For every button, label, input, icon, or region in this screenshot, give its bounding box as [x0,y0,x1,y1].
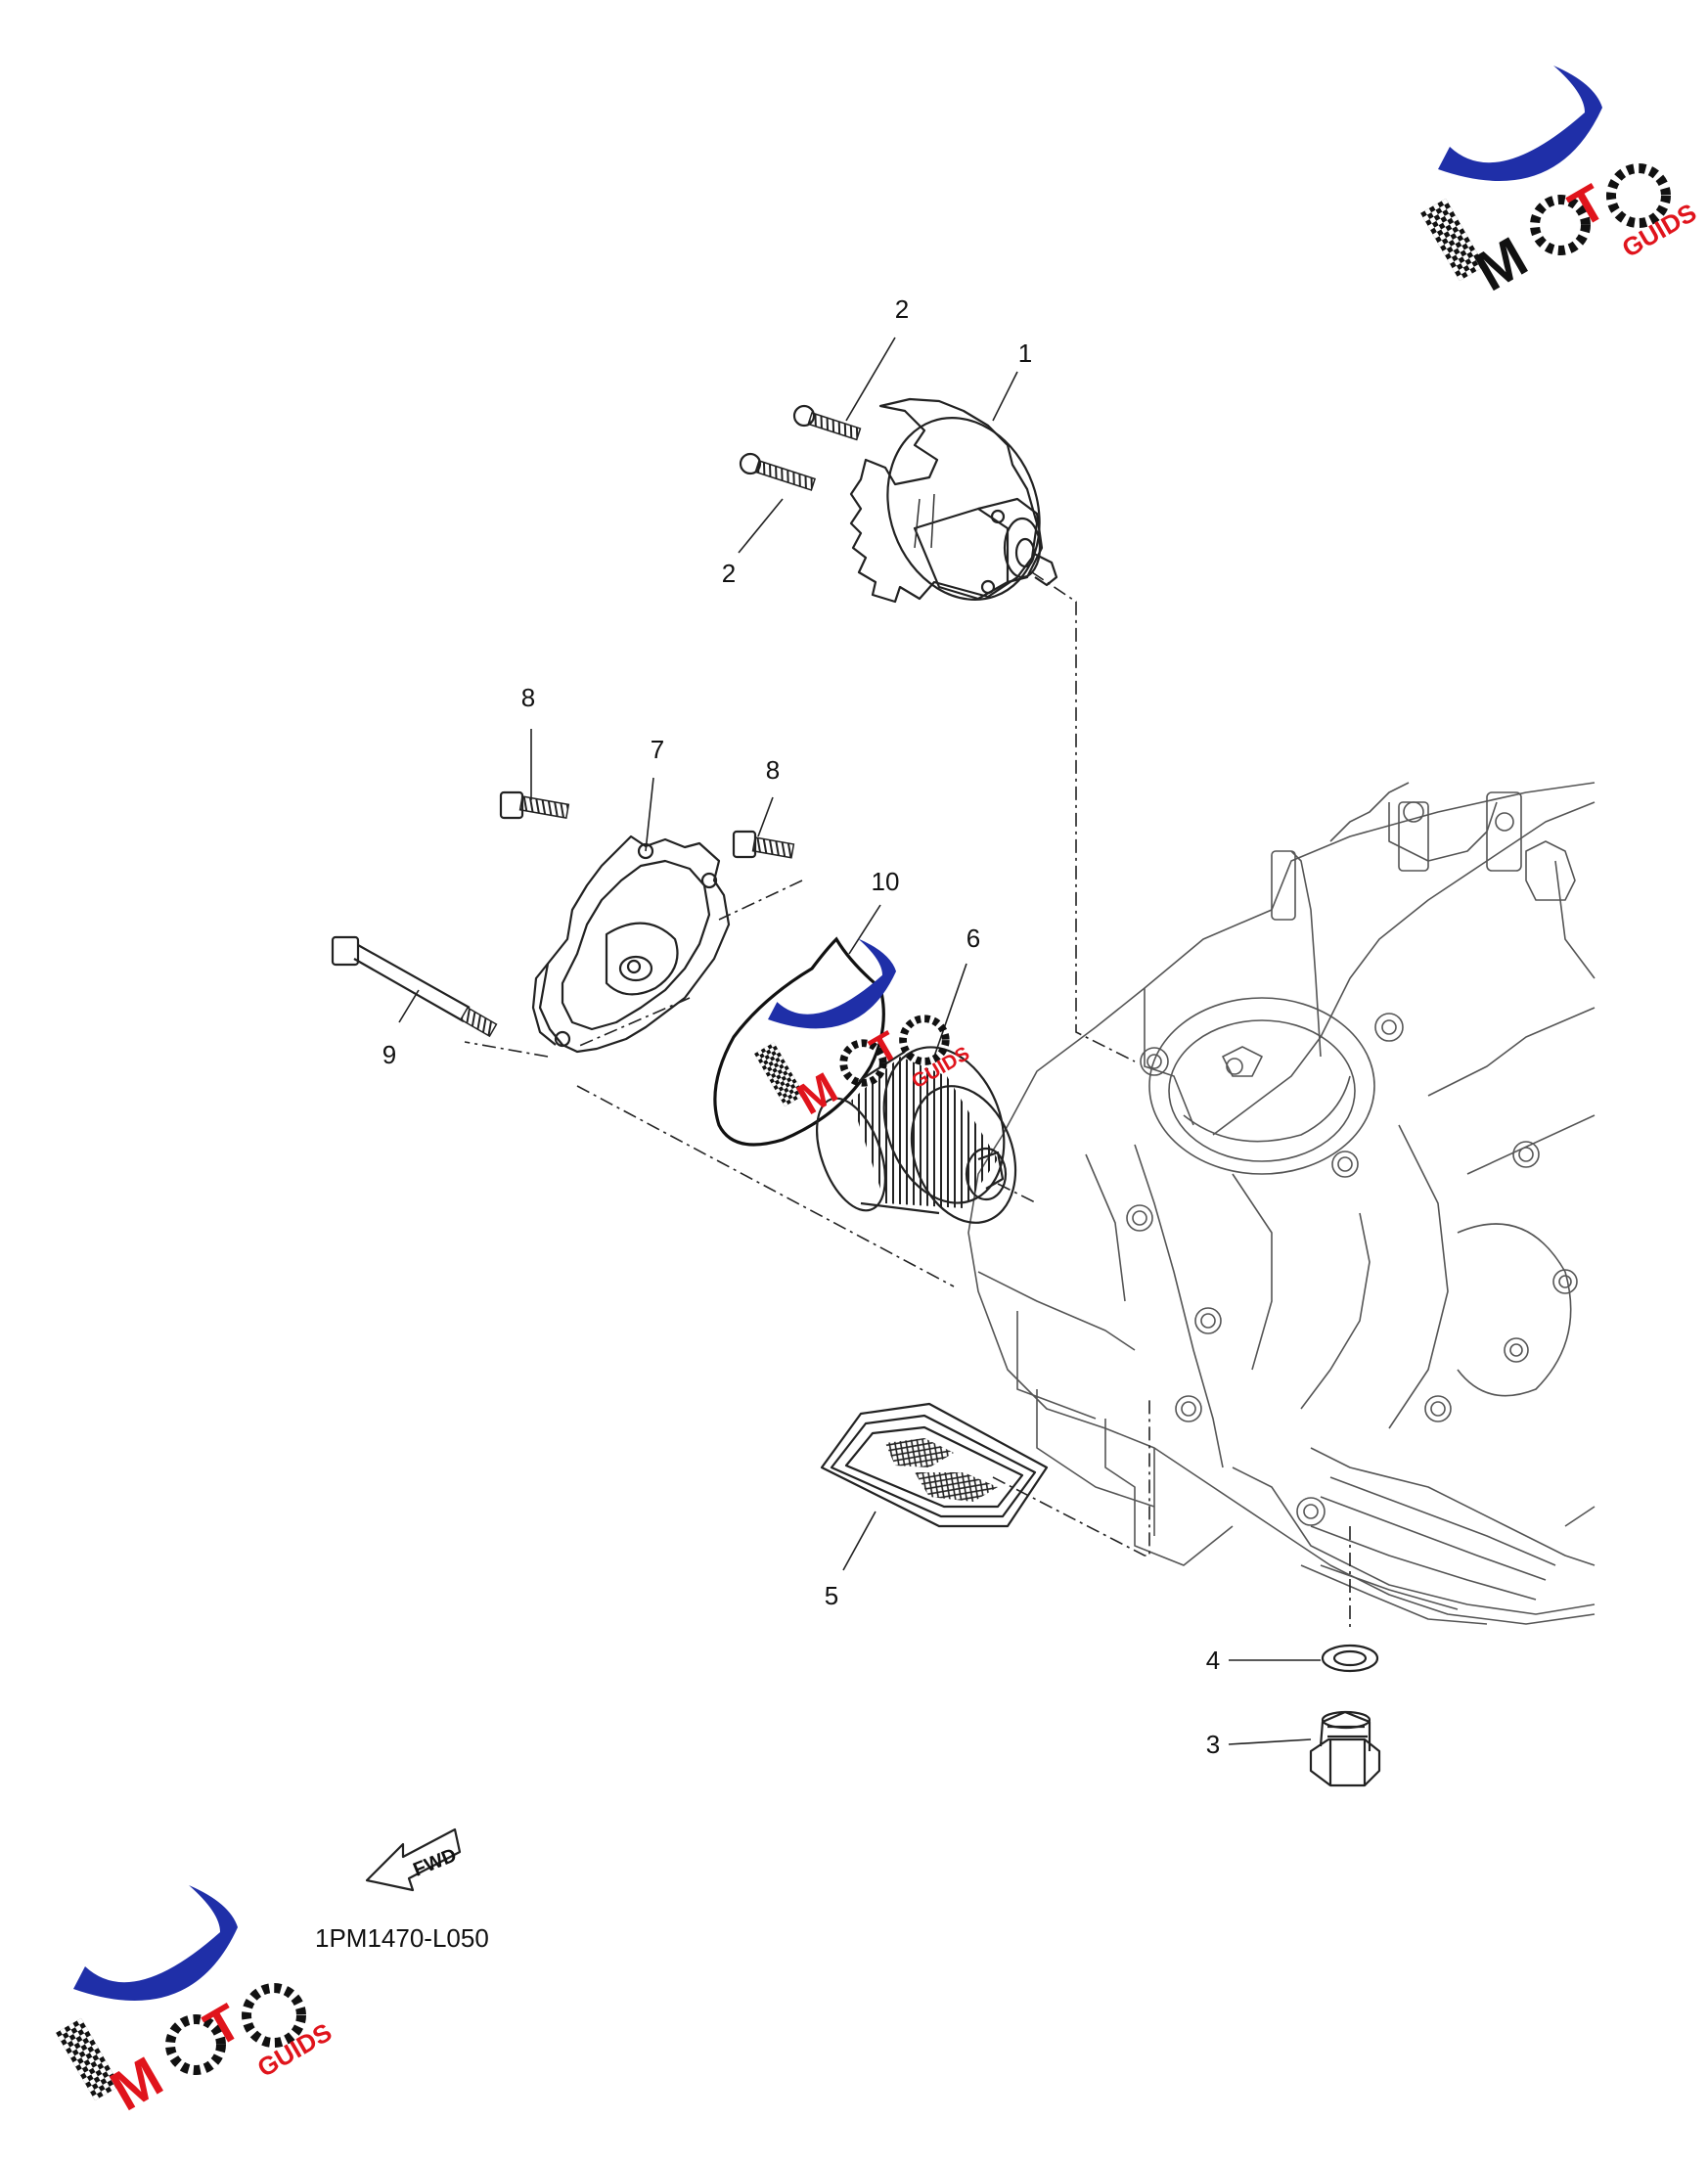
callout-labels: 1 2 2 8 7 8 10 6 9 5 4 3 [382,294,1220,1759]
o-ring-part-10 [713,936,885,1147]
svg-text:T: T [196,1994,251,2058]
svg-text:T: T [1560,174,1616,239]
callout-10: 10 [872,867,900,896]
callout-2-bottom: 2 [722,559,736,588]
moto-guids-logo-top-right: M T GUIDS [1420,66,1701,303]
gasket-washer-part-4 [1321,1644,1379,1673]
crankcase-ghost [967,782,1596,1625]
leader-lines [398,337,1321,1745]
callout-3: 3 [1206,1730,1220,1759]
fwd-arrow-icon: FWD [365,1828,462,1892]
oil-filter-cover-part-7 [531,835,731,1054]
svg-text:M: M [1465,225,1538,303]
long-bolt-part-9 [331,935,498,1038]
callout-2-top: 2 [895,294,909,324]
callout-8-left: 8 [521,683,535,712]
oil-strainer-part-5 [820,1402,1049,1528]
callout-9: 9 [382,1040,396,1069]
oil-pump-gear-part-1 [849,397,1058,604]
diagram-code: 1PM1470-L050 [315,1923,489,1953]
bolt-part-8-right [732,830,795,859]
callout-1: 1 [1018,338,1032,368]
oil-filter-element-part-6 [816,1046,1017,1224]
alignment-lines [464,571,1351,1629]
callout-4: 4 [1206,1646,1220,1675]
screw-part-2-lower [739,452,817,491]
svg-text:M: M [788,1062,845,1124]
bolt-part-8-left [499,790,570,820]
svg-text:M: M [101,2045,173,2123]
screw-part-2-upper [792,404,862,441]
callout-7: 7 [651,735,664,764]
drain-plug-part-3 [1309,1710,1381,1787]
callout-5: 5 [825,1581,838,1610]
callout-8-right: 8 [766,755,780,785]
moto-guids-logo-bottom-left: M T GUIDS [56,1885,337,2123]
callout-6: 6 [966,924,980,953]
